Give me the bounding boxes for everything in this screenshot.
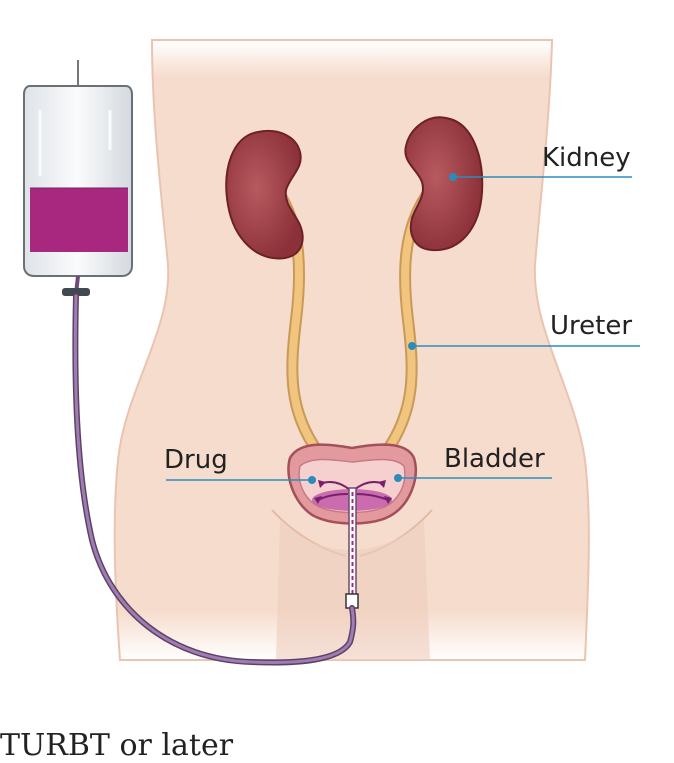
bladder-leader-dot <box>394 474 402 482</box>
iv-bag-drug-fill <box>30 188 128 252</box>
bladder-label: Bladder <box>444 444 545 474</box>
iv-tubing-inner <box>73 294 355 664</box>
ureter-label: Ureter <box>550 311 632 341</box>
drug-leader-dot <box>308 476 316 484</box>
kidney-right <box>404 116 484 252</box>
footer-text: TURBT or later <box>0 728 234 763</box>
drug-label: Drug <box>164 445 228 475</box>
kidney-leader-dot <box>449 173 457 181</box>
kidney-left <box>225 130 304 260</box>
ureter-leader-dot <box>408 342 416 350</box>
kidney-label: Kidney <box>542 143 631 173</box>
tube-clamp <box>62 288 90 296</box>
iv-bag-highlights <box>38 110 112 176</box>
drug-flow-arrowheads <box>314 480 392 504</box>
